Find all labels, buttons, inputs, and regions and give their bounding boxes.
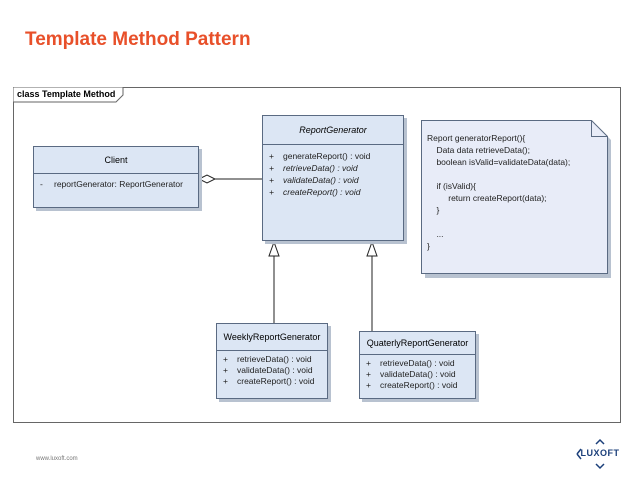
frame-tab xyxy=(13,87,125,103)
client-attribute-row: - reportGenerator: ReportGenerator xyxy=(40,178,192,190)
visibility-marker: + xyxy=(223,354,228,364)
operation-row: + createReport() : void xyxy=(223,376,321,387)
visibility-marker: + xyxy=(269,175,274,185)
operation-text: validateData() : void xyxy=(237,365,313,375)
visibility-marker: + xyxy=(269,151,274,161)
operation-text: retrieveData() : void xyxy=(237,354,312,364)
diagram-frame xyxy=(13,87,621,423)
operation-row: + retrieveData() : void xyxy=(366,358,469,369)
visibility-marker: + xyxy=(366,358,371,368)
operation-row: + retrieveData() : void xyxy=(269,162,397,174)
visibility-marker: - xyxy=(40,179,43,189)
attribute-text: reportGenerator: ReportGenerator xyxy=(54,179,183,189)
luxoft-logo: LUXOFT xyxy=(574,437,626,471)
client-attributes: - reportGenerator: ReportGenerator xyxy=(34,174,198,194)
logo-text: LUXOFT xyxy=(580,448,620,458)
operation-text: createReport() : void xyxy=(380,380,458,390)
report-generator-class[interactable]: ReportGenerator + generateReport() : void… xyxy=(262,115,404,241)
operation-text: generateReport() : void xyxy=(283,151,371,161)
operation-text: validateData() : void xyxy=(283,175,359,185)
frame-label: class Template Method xyxy=(17,89,116,99)
visibility-marker: + xyxy=(269,187,274,197)
operation-text: createReport() : void xyxy=(283,187,361,197)
operation-row: + createReport() : void xyxy=(269,186,397,198)
quarterly-report-generator-class[interactable]: QuaterlyReportGenerator + retrieveData() … xyxy=(359,331,476,399)
operation-text: retrieveData() : void xyxy=(380,358,455,368)
note-code-text: Report generatorReport(){ Data data retr… xyxy=(427,133,571,251)
weekly-report-generator-class[interactable]: WeeklyReportGenerator + retrieveData() : … xyxy=(216,323,328,399)
visibility-marker: + xyxy=(366,380,371,390)
weekly-operations: + retrieveData() : void + validateData() :… xyxy=(217,351,327,391)
operation-row: + validateData() : void xyxy=(269,174,397,186)
visibility-marker: + xyxy=(223,376,228,386)
weekly-inheritance-arrow-icon xyxy=(268,240,280,257)
visibility-marker: + xyxy=(269,163,274,173)
operation-row: + createReport() : void xyxy=(366,380,469,391)
visibility-marker: + xyxy=(223,365,228,375)
page-title: Template Method Pattern xyxy=(25,29,251,50)
operation-row: + generateReport() : void xyxy=(269,150,397,162)
logo-chevrons-icon xyxy=(576,438,605,470)
quarterly-inheritance-arrow-icon xyxy=(366,240,378,257)
operation-row: + validateData() : void xyxy=(223,365,321,376)
operation-row: + validateData() : void xyxy=(366,369,469,380)
operation-text: createReport() : void xyxy=(237,376,315,386)
quarterly-class-name: QuaterlyReportGenerator xyxy=(360,332,475,355)
operation-row: + retrieveData() : void xyxy=(223,354,321,365)
note-shape xyxy=(421,120,611,278)
client-class[interactable]: Client - reportGenerator: ReportGenerator xyxy=(33,146,199,208)
visibility-marker: + xyxy=(366,369,371,379)
code-note[interactable]: Report generatorReport(){ Data data retr… xyxy=(421,120,611,278)
aggregation-diamond-icon xyxy=(197,174,217,184)
quarterly-operations: + retrieveData() : void + validateData() :… xyxy=(360,355,475,395)
operation-text: validateData() : void xyxy=(380,369,456,379)
report-generator-operations: + generateReport() : void + retrieveData()… xyxy=(263,145,403,202)
weekly-class-name: WeeklyReportGenerator xyxy=(217,324,327,351)
operation-text: retrieveData() : void xyxy=(283,163,358,173)
client-class-name: Client xyxy=(34,147,198,174)
footer-url[interactable]: www.luxoft.com xyxy=(36,456,78,462)
report-generator-class-name: ReportGenerator xyxy=(263,116,403,145)
